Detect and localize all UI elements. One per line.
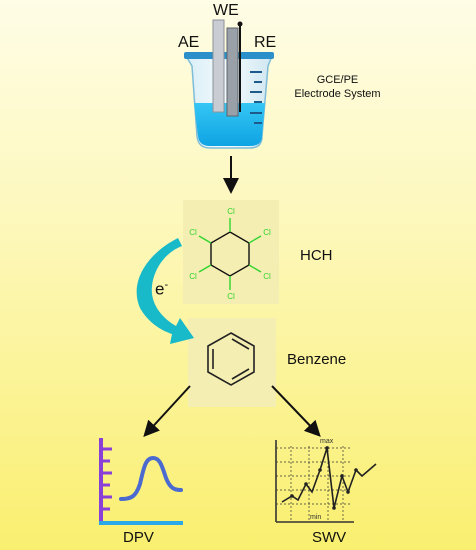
arrow-benzene-to-dpv [143,385,191,437]
auxiliary-electrode [212,19,225,113]
cl-atom-label: Cl [263,272,271,281]
hch-label: HCH [300,247,333,264]
benzene-label: Benzene [287,351,347,368]
beaker-graduations [250,71,262,124]
swv-curve [281,447,377,509]
swv-max-annotation: max [320,438,334,445]
arrow-benzene-to-swv [271,385,321,437]
hch-structure-box [183,200,279,304]
chlorine-atoms: Cl Cl Cl Cl Cl Cl [189,207,271,301]
dpv-label: DPV [123,529,154,546]
cl-atom-label: Cl [227,207,235,216]
dpv-voltammogram [99,438,183,525]
dpv-curve [119,455,183,501]
cl-atom-label: Cl [227,292,235,301]
swv-voltammogram: max min [275,438,377,523]
cl-atom-label: Cl [189,228,197,237]
re-label: RE [254,34,277,51]
solution-fill [194,103,265,146]
swv-label: SWV [312,529,347,546]
electrode-system-line2: Electrode System [294,88,381,100]
we-label: WE [213,2,239,19]
electrode-system-label: GCE/PE Electrode System [280,73,395,101]
cl-atom-label: Cl [263,228,271,237]
working-electrode [226,27,239,117]
cl-atom-label: Cl [189,272,197,281]
electron-label: e- [155,280,168,298]
swv-min-annotation: min [310,514,321,521]
ae-label: AE [178,34,200,51]
electrochemical-cell [184,19,274,149]
benzene-structure [207,332,255,386]
hch-structure [198,218,262,290]
electron-transfer-arrow [136,238,194,344]
electron-charge: - [164,279,169,291]
electrode-system-line1: GCE/PE [316,74,359,86]
electron-symbol: e [155,279,165,299]
reference-electrode-tip [237,21,243,27]
